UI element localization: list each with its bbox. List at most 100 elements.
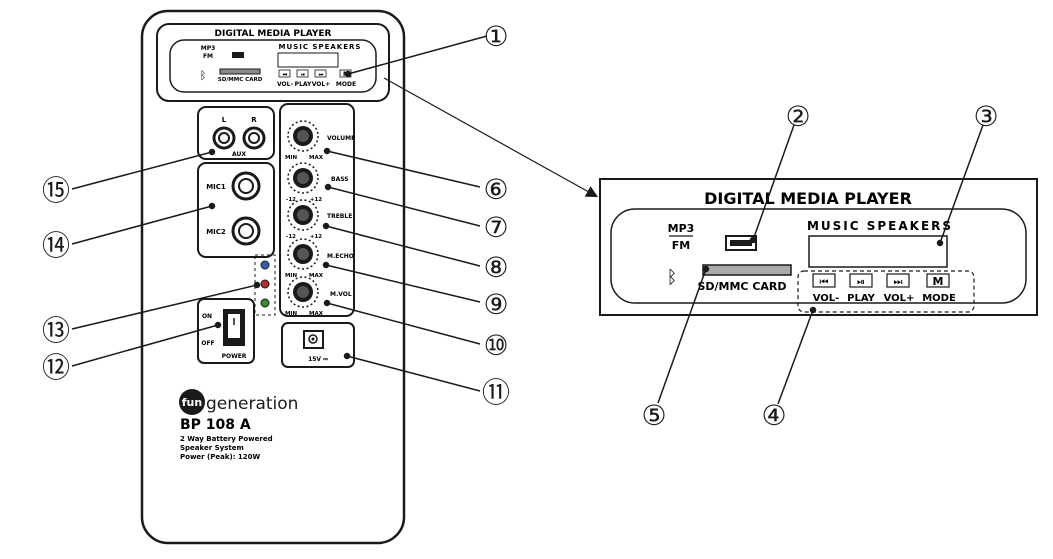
callout-7: ⑦ [483, 211, 508, 244]
svg-text:⏯: ⏯ [857, 277, 865, 288]
aux-right-jack [242, 126, 266, 150]
svg-text:MIN: MIN [285, 155, 298, 161]
callout-13: ⑬ [42, 314, 70, 347]
music-speakers-label: MUSIC SPEAKERS [807, 219, 953, 233]
fm-label: FM [672, 239, 690, 252]
svg-text:MODE: MODE [922, 293, 956, 304]
svg-text:⏮: ⏮ [820, 277, 829, 288]
description-line-1: 2 Way Battery Powered [180, 435, 273, 443]
led-green [260, 298, 270, 308]
callout-1: ① [483, 20, 508, 53]
leader-lines [71, 35, 984, 405]
power-switch-rocker [228, 314, 240, 338]
mic1-jack [231, 171, 261, 201]
knob-bass: BASS -12 +12 [286, 162, 349, 203]
callout-12: ⑫ [42, 351, 70, 384]
dc-jack [303, 330, 324, 349]
callout-8: ⑧ [483, 251, 508, 284]
dc-input-box [281, 322, 355, 368]
music-speakers-small: MUSIC SPEAKERS [279, 43, 362, 51]
svg-text:MAX: MAX [309, 155, 324, 161]
svg-text:-12: -12 [286, 234, 296, 240]
aux-label: AUX [232, 151, 246, 158]
brand-logo: fun generation [179, 389, 298, 415]
mp3-label: MP3 [668, 222, 695, 235]
callout-3: ③ [973, 100, 998, 133]
svg-text:PLAY: PLAY [295, 81, 312, 88]
led-group [254, 254, 276, 316]
display-screen [808, 235, 948, 268]
svg-text:VOL-: VOL- [813, 293, 840, 304]
svg-text:-12: -12 [286, 197, 296, 203]
callout-6: ⑥ [483, 173, 508, 206]
svg-text:VOL+: VOL+ [884, 293, 915, 304]
button-vol-up: ⏭ VOL+ [884, 273, 915, 304]
power-on-label: ON [202, 313, 212, 320]
knob-column [279, 103, 355, 317]
svg-text:MODE: MODE [336, 81, 356, 88]
callout-10: ⑩ [483, 329, 508, 362]
svg-text:BASS: BASS [331, 176, 349, 183]
card-slot-label: SD/MMC CARD [697, 280, 786, 293]
svg-text:+12: +12 [310, 197, 322, 203]
usb-port-small [232, 52, 244, 58]
callout-14: ⑭ [42, 229, 70, 262]
callout-5: ⑤ [641, 399, 666, 432]
svg-text:PLAY: PLAY [847, 293, 875, 304]
button-group-outline [797, 270, 975, 313]
button-play: ⏯ PLAY [847, 273, 876, 304]
svg-text:VOLUME: VOLUME [327, 135, 355, 142]
display-small [277, 52, 339, 68]
svg-text:VOL-: VOL- [277, 81, 293, 88]
svg-text:generation: generation [206, 394, 298, 414]
svg-text:M.VOL: M.VOL [330, 291, 352, 298]
bluetooth-icon: ᛒ [667, 267, 678, 288]
svg-text:+12: +12 [310, 234, 322, 240]
svg-text:M: M [933, 275, 944, 288]
svg-text:MAX: MAX [309, 273, 324, 279]
led-blue [260, 260, 270, 270]
svg-text:MIN: MIN [285, 273, 298, 279]
callout-15: ⑮ [42, 174, 70, 207]
knob-mic-volume: M.VOL MIN MAX [285, 276, 352, 317]
callout-9: ⑨ [483, 288, 508, 321]
model-number: BP 108 A [180, 417, 251, 433]
knob-echo: M.ECHO MIN MAX [285, 238, 354, 279]
power-label: POWER [222, 353, 247, 360]
svg-text:⏭: ⏭ [319, 72, 324, 78]
callout-4: ④ [761, 399, 786, 432]
svg-text:⏯: ⏯ [301, 72, 305, 78]
svg-text:VOL+: VOL+ [312, 81, 331, 88]
svg-text:MAX: MAX [309, 311, 324, 317]
description-line-2: Speaker System [180, 444, 244, 452]
knob-treble: TREBLE -12 +12 [286, 199, 352, 240]
knob-volume: VOLUME MIN MAX [285, 120, 355, 161]
card-slot-small [219, 68, 261, 75]
svg-text:MIN: MIN [285, 311, 298, 317]
aux-box [197, 106, 275, 160]
enlarged-panel-frame [599, 178, 1038, 316]
callout-2: ② [785, 100, 810, 133]
mic1-label: MIC1 [206, 183, 226, 191]
mic2-jack [231, 216, 261, 246]
button-vol-down: ⏮ VOL- [812, 273, 840, 304]
svg-text:TREBLE: TREBLE [327, 213, 352, 220]
aux-left-label: L [222, 116, 227, 124]
button-mode: M MODE [922, 273, 956, 304]
usb-port [725, 235, 757, 251]
bluetooth-icon-small: ᛒ [200, 69, 207, 82]
aux-right-label: R [251, 116, 257, 124]
svg-text:⏭: ⏭ [894, 277, 903, 288]
mp3-label-small: MP3 [201, 45, 216, 52]
panel-header-small: DIGITAL MEDIA PLAYER [215, 29, 332, 39]
card-slot [702, 264, 792, 276]
callout-11: ⑪ [482, 376, 510, 409]
svg-text:fun: fun [182, 396, 202, 409]
mic2-label: MIC2 [206, 228, 226, 236]
card-slot-label-small: SD/MMC CARD [218, 77, 263, 83]
svg-text:M.ECHO: M.ECHO [327, 253, 354, 260]
enlarged-panel-inner [610, 208, 1027, 304]
zoom-arrow [383, 77, 599, 198]
dc-input-label: 15V ⎓ [308, 356, 328, 363]
